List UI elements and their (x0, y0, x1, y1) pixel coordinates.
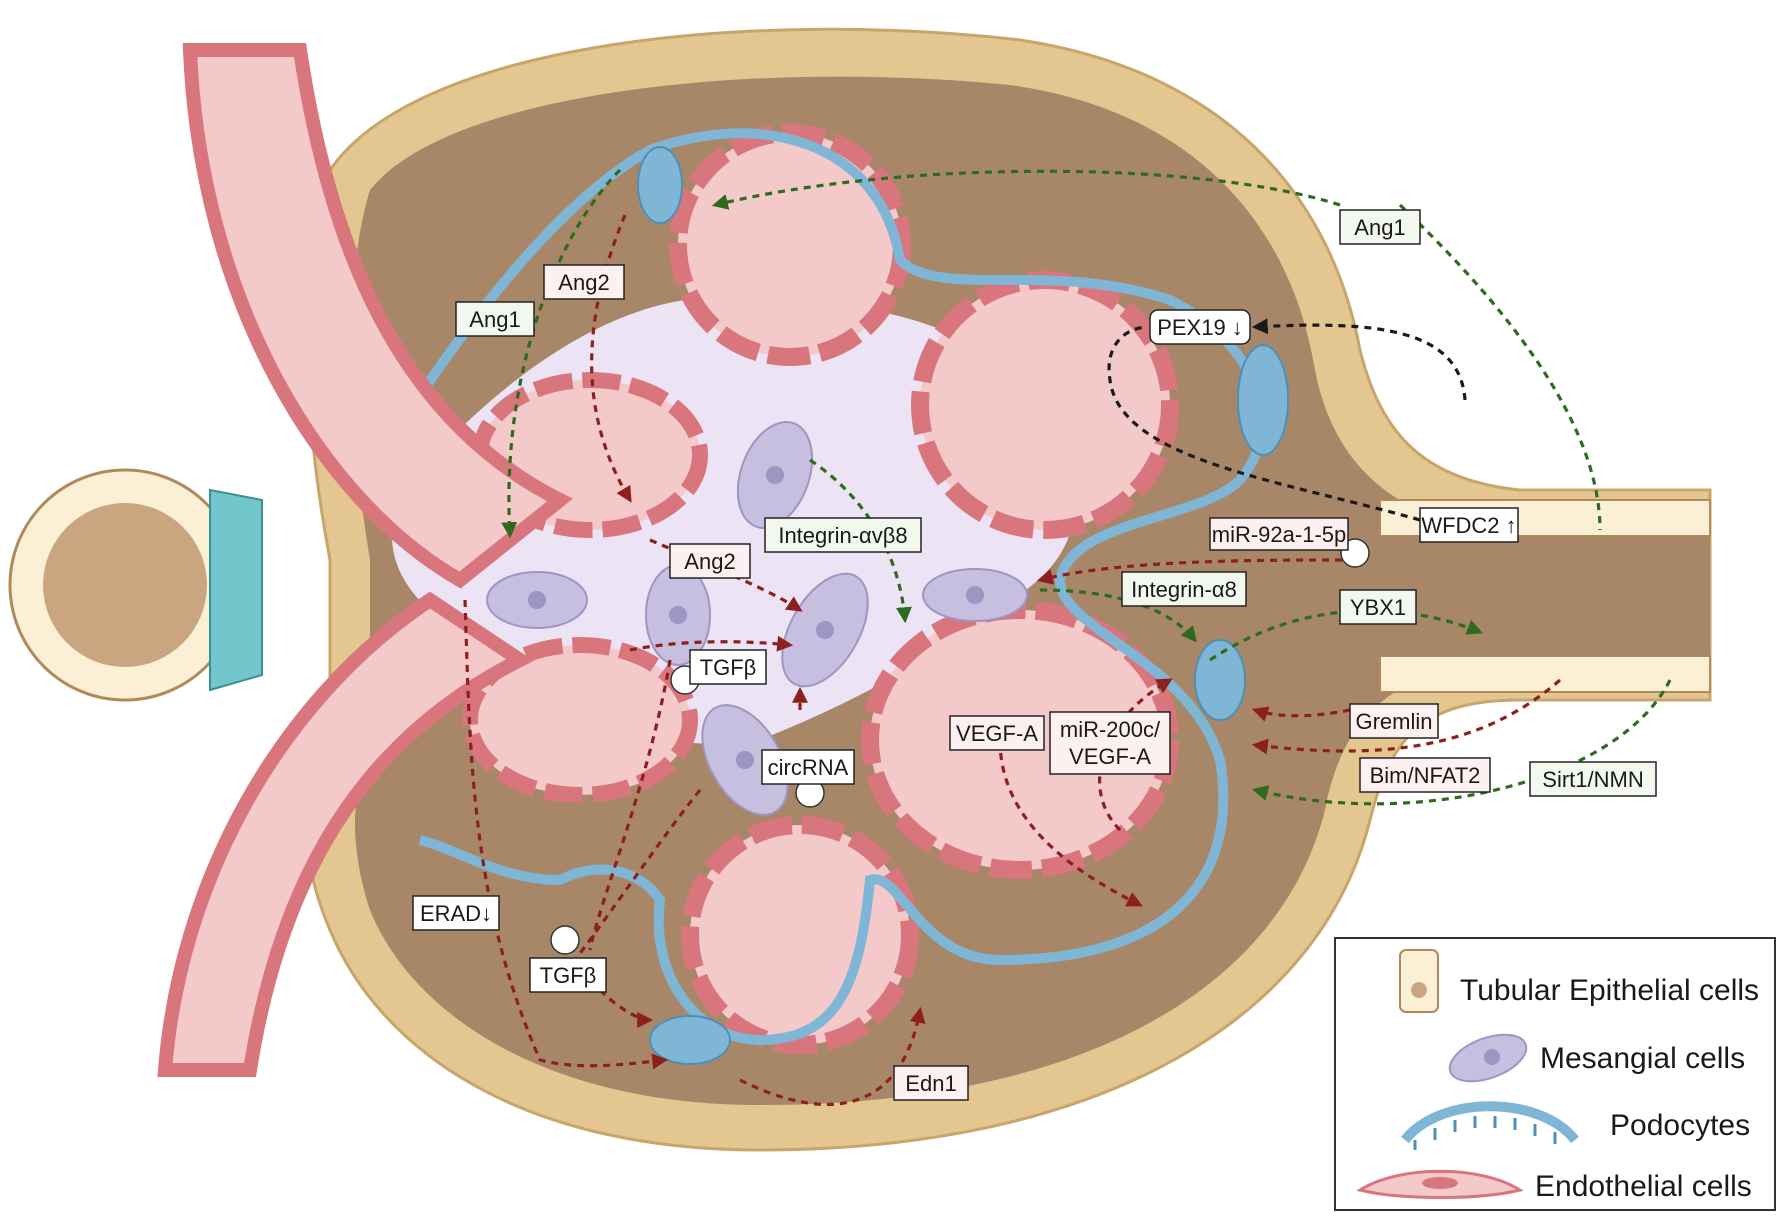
label-ang1-left: Ang1 (455, 301, 535, 337)
label-ybx1: YBX1 (1339, 589, 1417, 625)
label-tgfb-upper: TGFβ (689, 649, 767, 685)
svg-text:TGFβ: TGFβ (540, 963, 597, 988)
distal-tubule (8, 468, 263, 702)
svg-text:WFDC2 ↑: WFDC2 ↑ (1421, 513, 1516, 538)
label-mir92: miR-92a-1-5p (1209, 517, 1349, 551)
svg-text:miR-92a-1-5p: miR-92a-1-5p (1212, 522, 1347, 547)
legend-label-mesangial: Mesangial cells (1540, 1042, 1745, 1075)
svg-text:Sirt1/NMN: Sirt1/NMN (1542, 767, 1643, 792)
label-ang1-right: Ang1 (1339, 209, 1421, 245)
tubular-epithelial-cell-icon (1399, 949, 1439, 1013)
label-circrna: circRNA (761, 749, 855, 785)
podocyte-icon (1401, 1101, 1579, 1150)
podocyte-cell-bodies (637, 146, 1289, 1065)
label-ang2-mid: Ang2 (669, 543, 751, 579)
svg-text:YBX1: YBX1 (1350, 595, 1406, 620)
svg-text:miR-200c/: miR-200c/ (1060, 717, 1161, 742)
svg-text:Integrin-α8: Integrin-α8 (1131, 577, 1237, 602)
proximal-tubule-epithelium (1379, 499, 1711, 693)
label-erad: ERAD↓ (412, 895, 500, 931)
black-signaling-arrows (1107, 318, 1467, 522)
svg-text:Bim/NFAT2: Bim/NFAT2 (1370, 763, 1481, 788)
svg-text:TGFβ: TGFβ (700, 655, 757, 680)
label-integrin-a8: Integrin-α8 (1121, 571, 1247, 607)
svg-text:Ang2: Ang2 (684, 549, 735, 574)
label-tgfb-lower: TGFβ (529, 957, 607, 993)
label-bim-nfat2: Bim/NFAT2 (1359, 757, 1491, 793)
label-pex19: PEX19 ↓ (1149, 309, 1251, 345)
label-mir200c: miR-200c/ VEGF-A (1049, 711, 1171, 775)
endothelial-cell-icon (1356, 1169, 1524, 1199)
svg-text:Ang1: Ang1 (1354, 215, 1405, 240)
legend-label-tubular: Tubular Epithelial cells (1460, 974, 1759, 1007)
label-edn1: Edn1 (893, 1065, 969, 1101)
svg-text:Gremlin: Gremlin (1355, 709, 1432, 734)
mesangial-nuclei (528, 466, 984, 769)
svg-text:VEGF-A: VEGF-A (956, 721, 1038, 746)
svg-text:Integrin-αvβ8: Integrin-αvβ8 (778, 523, 907, 548)
svg-text:PEX19 ↓: PEX19 ↓ (1157, 315, 1243, 340)
legend: Tubular Epithelial cells Mesangial cells… (1334, 937, 1776, 1211)
svg-text:Ang1: Ang1 (469, 307, 520, 332)
podocyte-layer (405, 128, 1268, 1046)
svg-text:ERAD↓: ERAD↓ (420, 901, 492, 926)
label-sirt1: Sirt1/NMN (1529, 761, 1657, 797)
svg-text:circRNA: circRNA (768, 755, 849, 780)
svg-text:Edn1: Edn1 (905, 1071, 956, 1096)
label-vegfa: VEGF-A (949, 715, 1045, 751)
label-wfdc2: WFDC2 ↑ (1419, 507, 1519, 543)
svg-text:Ang2: Ang2 (558, 270, 609, 295)
label-gremlin: Gremlin (1349, 703, 1439, 739)
label-ang2-top: Ang2 (543, 264, 625, 300)
label-integrin-avb8: Integrin-αvβ8 (764, 517, 922, 553)
legend-label-endothelial: Endothelial cells (1535, 1170, 1752, 1203)
legend-label-podocytes: Podocytes (1610, 1109, 1750, 1142)
arterioles (157, 43, 573, 1077)
svg-text:VEGF-A: VEGF-A (1069, 744, 1151, 769)
mesangial-cell-icon (1448, 1033, 1528, 1083)
